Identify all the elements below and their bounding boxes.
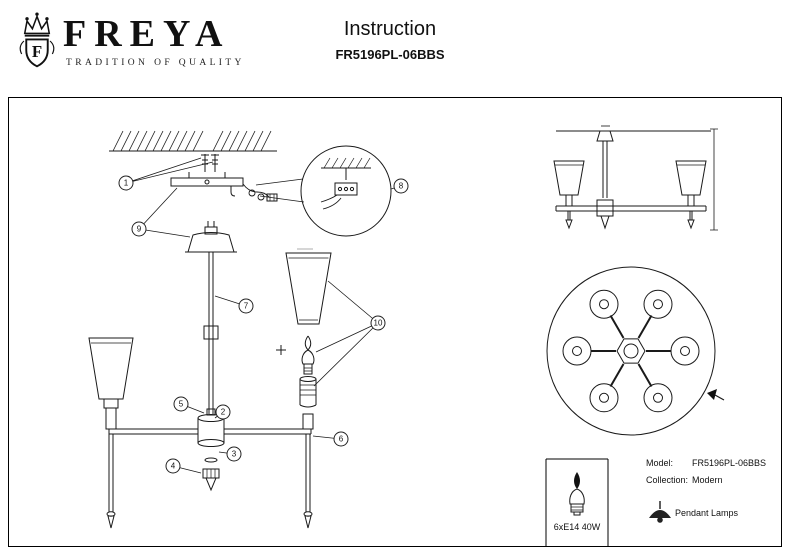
doc-model-number: FR5196PL-06BBS	[335, 47, 445, 62]
mounting-screws	[201, 154, 219, 172]
callout-6: 6	[333, 431, 349, 447]
callout-8: 8	[393, 178, 409, 194]
diagram-panel: 1 9 7 5 2 3 4 6 8 10 6xE14 40W Model: FR…	[8, 97, 782, 547]
model-label: Model:	[646, 458, 674, 468]
header: F FREYA TRADITION OF QUALITY Instruction…	[0, 0, 790, 97]
lamp-socket	[299, 376, 317, 430]
candle-bulb	[276, 335, 315, 375]
callout-7: 7	[238, 298, 254, 314]
callout-1: 1	[118, 175, 134, 191]
collection-label: Collection:	[646, 475, 689, 485]
wiring-detail-inset	[255, 145, 392, 237]
callout-2: 2	[215, 404, 231, 420]
plus-mark	[276, 345, 286, 355]
callout-5: 5	[173, 396, 189, 412]
bulb-icon	[569, 472, 585, 516]
callout-4: 4	[165, 458, 181, 474]
title-block: Instruction FR5196PL-06BBS	[290, 18, 490, 62]
drop-finials	[106, 434, 313, 529]
svg-text:F: F	[32, 42, 42, 61]
top-view-diagram	[546, 266, 725, 436]
brand-tagline: TRADITION OF QUALITY	[66, 58, 245, 68]
bulb-spec: 6xE14 40W	[553, 522, 601, 532]
collection-row: Collection: Modern	[646, 475, 723, 485]
mounting-bracket	[170, 172, 244, 197]
callout-leaders	[125, 157, 402, 474]
callout-9: 9	[131, 221, 147, 237]
technical-drawing	[88, 125, 725, 546]
shade-detail	[285, 248, 332, 325]
category-label: Pendant Lamps	[675, 508, 739, 518]
stem-rod	[203, 252, 219, 414]
dimension-line	[710, 128, 718, 231]
horizontal-arm	[108, 428, 312, 435]
ceiling-hatch	[109, 130, 277, 152]
left-lamp-shade	[88, 337, 134, 430]
side-view-diagram	[553, 125, 718, 231]
assembly-diagram	[88, 130, 402, 529]
doc-title: Instruction	[343, 18, 437, 40]
pointer-arrow	[707, 389, 725, 401]
brand-name: FREYA	[63, 13, 231, 55]
model-row: Model: FR5196PL-06BBS	[646, 458, 766, 468]
callout-10: 10	[370, 315, 386, 331]
center-hub	[197, 408, 225, 492]
ceiling-canopy	[185, 221, 237, 253]
spec-area	[545, 458, 671, 546]
pendant-lamp-icon	[649, 501, 671, 523]
collection-value: Modern	[692, 475, 723, 485]
freya-crown-logo-icon: F	[19, 12, 55, 68]
callout-3: 3	[226, 446, 242, 462]
model-value: FR5196PL-06BBS	[692, 458, 767, 468]
supply-wires	[242, 183, 278, 202]
